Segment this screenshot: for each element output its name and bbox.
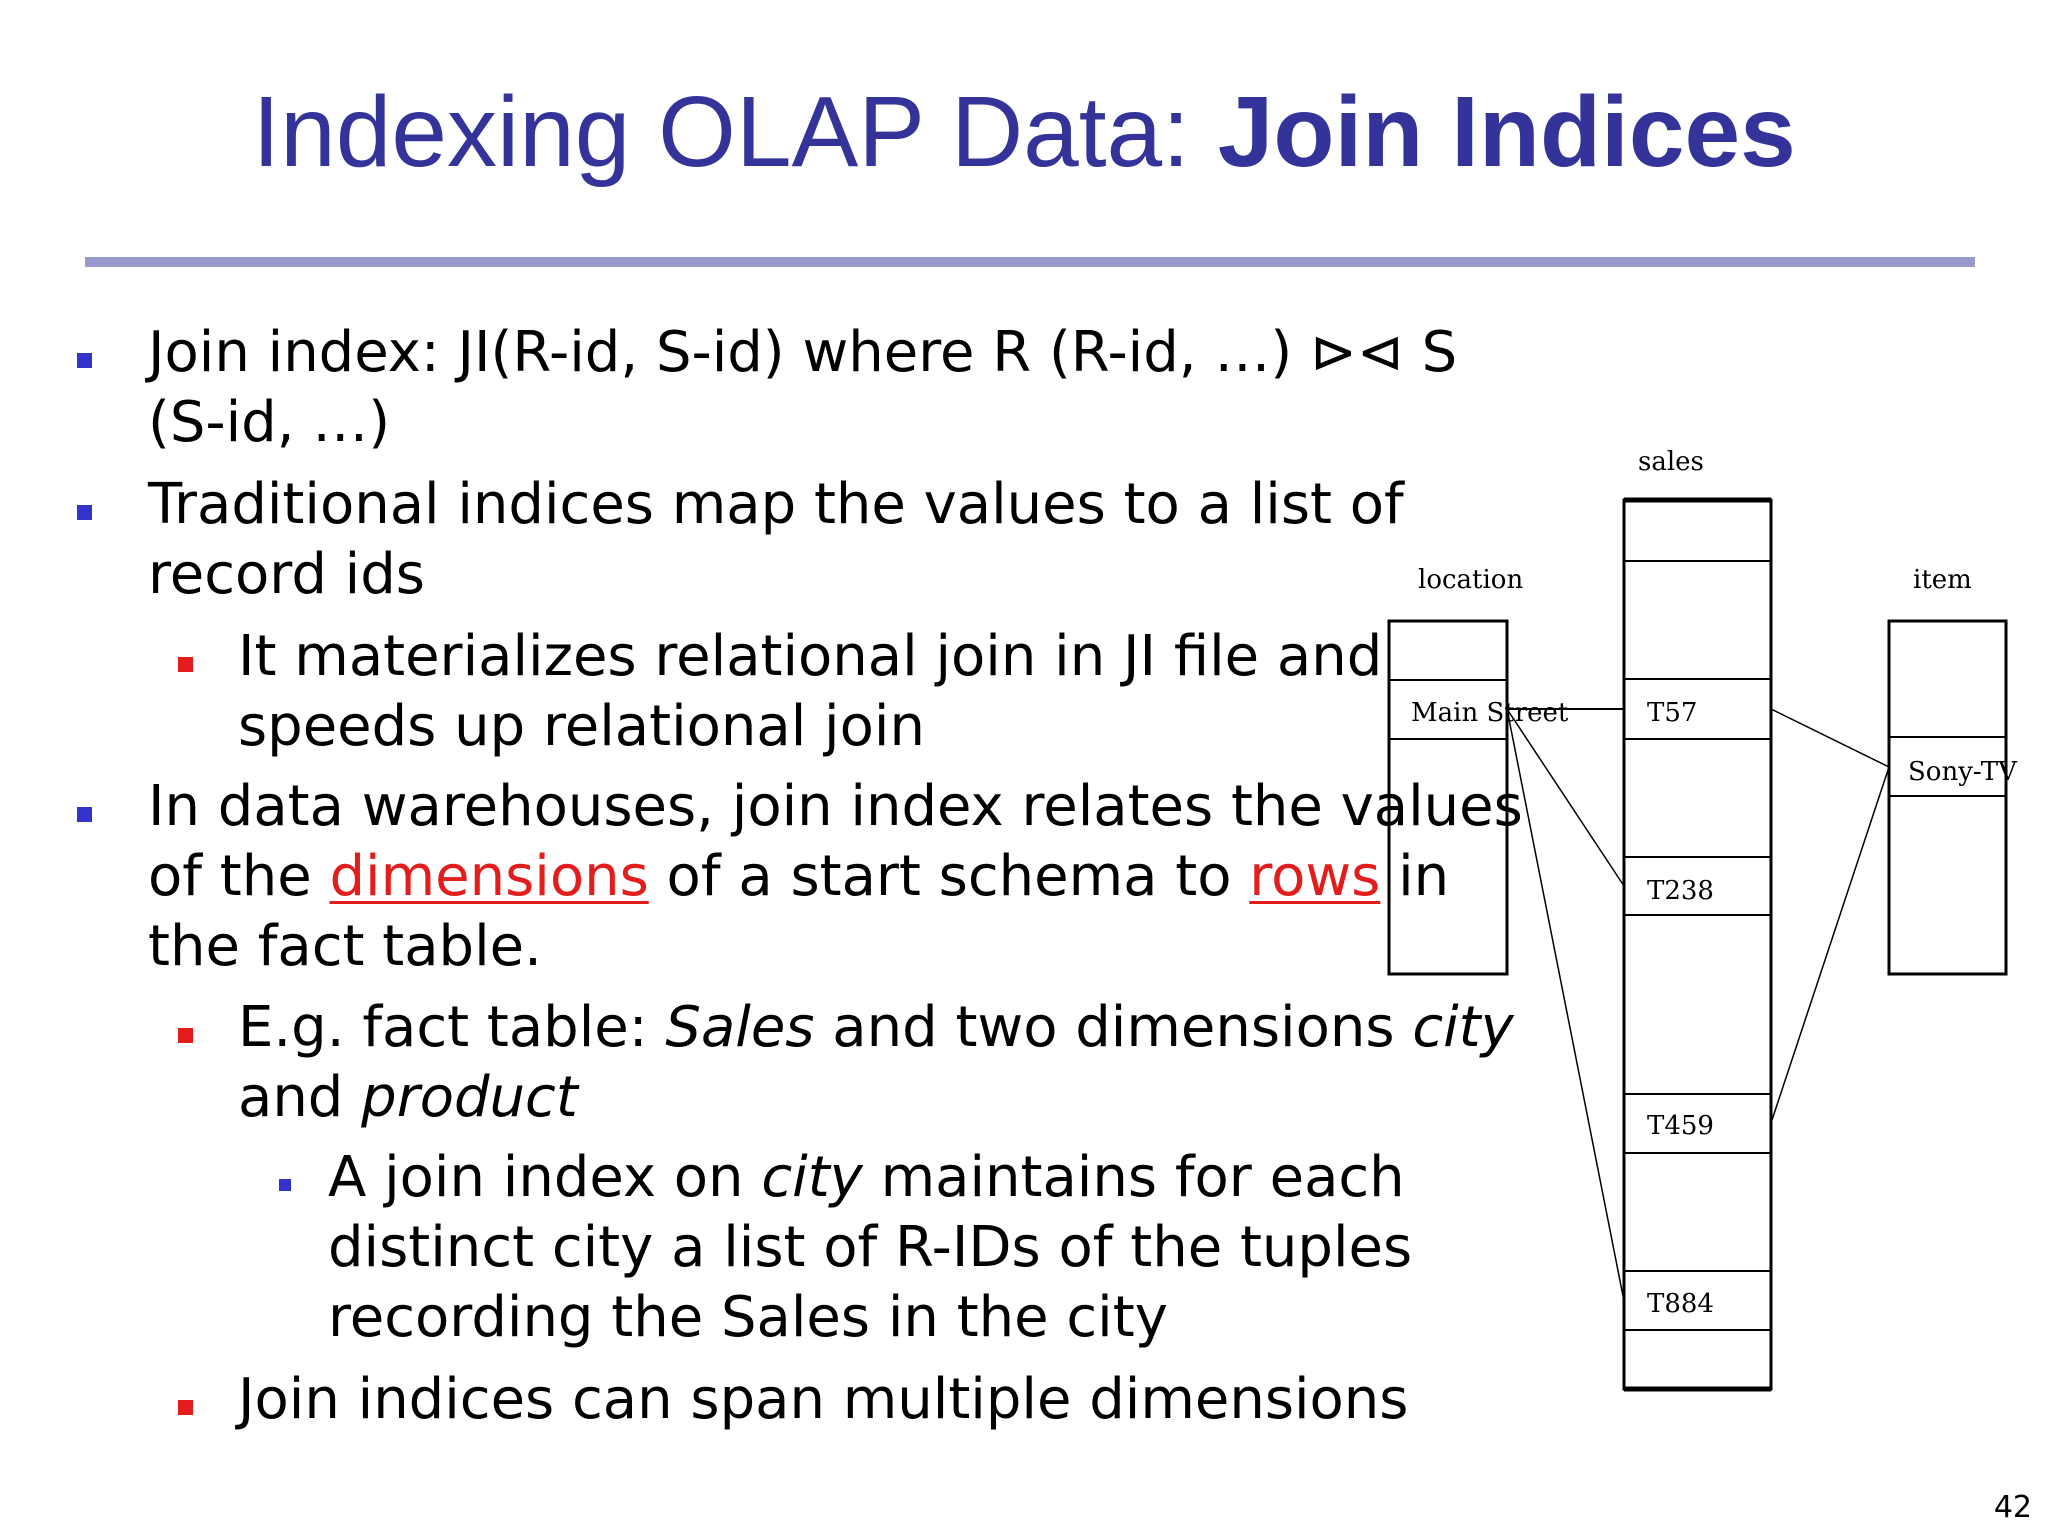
sales-label: sales bbox=[1638, 447, 1704, 477]
sub-bullet-marker bbox=[178, 1028, 193, 1043]
join-link bbox=[1770, 766, 1890, 1124]
title-divider bbox=[85, 257, 1975, 267]
sales-row-value: T459 bbox=[1647, 1111, 1714, 1141]
bullet-text: E.g. fact table: Sales and two dimension… bbox=[238, 993, 1514, 1063]
bullet-text: distinct city a list of R-IDs of the tup… bbox=[328, 1215, 1413, 1280]
text-run: of the bbox=[148, 844, 330, 909]
dimensions-link[interactable]: dimensions bbox=[329, 844, 649, 909]
bullet-text: Join index: JI(R-id, S-id) where R (R-id… bbox=[148, 320, 1458, 385]
bullet-text: record ids bbox=[148, 542, 425, 607]
join-link bbox=[1506, 708, 1625, 887]
text-run: of a start schema to bbox=[648, 844, 1250, 909]
text-run: A join index on bbox=[328, 1145, 762, 1210]
bullet-text: In data warehouses, join index relates t… bbox=[148, 774, 1523, 839]
italic-term: city bbox=[1412, 995, 1514, 1060]
bullet-marker bbox=[77, 353, 92, 368]
text-run: and two dimensions bbox=[814, 995, 1413, 1060]
location-table bbox=[1387, 619, 1509, 976]
text-run: and bbox=[238, 1065, 362, 1130]
bullet-marker bbox=[77, 505, 92, 520]
bullet-marker bbox=[77, 807, 92, 822]
location-value: Main Street bbox=[1411, 698, 1569, 728]
sub-bullet-marker bbox=[178, 657, 193, 672]
bullet-text: Traditional indices map the values to a … bbox=[148, 472, 1404, 537]
italic-term: product bbox=[361, 1065, 578, 1130]
location-label: location bbox=[1418, 565, 1523, 595]
text-run: in bbox=[1380, 844, 1450, 909]
sub-sub-bullet-marker bbox=[279, 1179, 291, 1191]
sales-row-value: T884 bbox=[1647, 1289, 1714, 1319]
bullet-text: It materializes relational join in JI fi… bbox=[238, 624, 1383, 689]
bullet-text: (S-id, …) bbox=[148, 390, 391, 455]
item-value: Sony-TV bbox=[1908, 757, 2018, 787]
title-regular: Indexing OLAP Data: bbox=[252, 76, 1218, 188]
bullet-text: of the dimensions of a start schema to r… bbox=[148, 842, 1449, 912]
page-number: 42 bbox=[1993, 1490, 2032, 1525]
join-link bbox=[1506, 708, 1625, 1302]
item-label: item bbox=[1913, 565, 1972, 595]
italic-term: city bbox=[761, 1145, 863, 1210]
sales-row-value: T238 bbox=[1647, 876, 1714, 906]
text-run: maintains for each bbox=[862, 1145, 1405, 1210]
bullet-text: speeds up relational join bbox=[238, 694, 925, 759]
bullet-text: the fact table. bbox=[148, 914, 542, 979]
sub-bullet-marker bbox=[178, 1400, 193, 1415]
join-link bbox=[1770, 708, 1890, 768]
sales-row-value: T57 bbox=[1647, 698, 1697, 728]
bullet-text: and product bbox=[238, 1063, 578, 1133]
rows-link[interactable]: rows bbox=[1249, 844, 1381, 909]
slide-title: Indexing OLAP Data: Join Indices bbox=[0, 72, 2048, 192]
sales-table bbox=[1622, 498, 1773, 1391]
title-bold: Join Indices bbox=[1217, 76, 1796, 188]
text-run: E.g. fact table: bbox=[238, 995, 666, 1060]
bullet-text: Join indices can span multiple dimension… bbox=[238, 1367, 1409, 1432]
italic-term: Sales bbox=[665, 995, 815, 1060]
item-table bbox=[1887, 619, 2008, 976]
bullet-text: recording the Sales in the city bbox=[328, 1285, 1168, 1350]
bullet-text: A join index on city maintains for each bbox=[328, 1143, 1405, 1213]
